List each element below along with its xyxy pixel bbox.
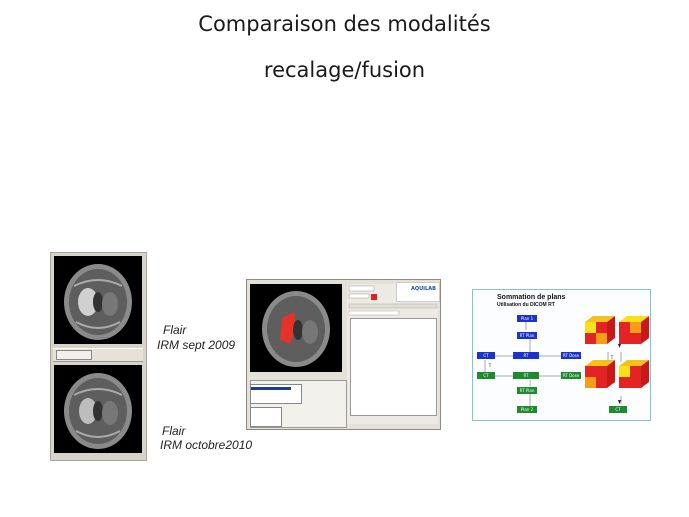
file-list[interactable] xyxy=(250,384,302,404)
node-rt-structures-2: RT Structures xyxy=(513,372,539,385)
selected-row[interactable] xyxy=(251,387,291,390)
node-plan1: Plan 1 xyxy=(517,315,537,322)
node-rt-dose-1: RT Dose xyxy=(561,352,581,359)
caption-flair-2: Flair xyxy=(162,424,186,438)
node-rt-structures-1: RT Structures xyxy=(513,352,539,365)
dose-cube-2 xyxy=(619,316,649,344)
mri-comparison-panel xyxy=(50,252,147,461)
dose-cube-1 xyxy=(585,316,615,344)
transform-label-2: T xyxy=(610,355,614,360)
lesion-overlay xyxy=(280,312,296,344)
dicom-rt-diagram: Sommation de plans Utilisation du DICOM … xyxy=(472,289,651,421)
transform-label-1: T xyxy=(488,363,492,368)
clear-region-button[interactable] xyxy=(101,350,131,358)
workspace-area[interactable] xyxy=(350,318,437,416)
diagram-title: Sommation de plans xyxy=(497,294,566,301)
mri-image-oct2010 xyxy=(54,365,142,453)
slide-title-line2: recalage/fusion xyxy=(263,58,426,82)
caption-flair-1: Flair xyxy=(163,323,187,337)
node-plan2: Plan 2 xyxy=(517,406,537,413)
dose-cube-3 xyxy=(585,360,615,388)
node-rt-plan: RT Plan xyxy=(517,332,537,339)
aquilab-logo-text: AQUILAB xyxy=(411,286,436,292)
caption-irm-octobre-2010: IRM octobre2010 xyxy=(160,438,253,452)
diagram-subtitle: Utilisation du DICOM RT xyxy=(497,302,555,308)
node-rt-plan-2: RT Plan xyxy=(517,387,537,394)
select-region-button[interactable] xyxy=(56,350,92,360)
node-ct-result: CT xyxy=(609,406,627,413)
node-ct-top: CT xyxy=(477,352,495,359)
fusion-software-screenshot: AQUILAB xyxy=(246,279,441,430)
aquilab-logo: AQUILAB xyxy=(396,282,440,302)
fusion-viewer[interactable] xyxy=(250,284,342,372)
dose-cube-4 xyxy=(619,360,649,388)
node-ct-bottom: CT xyxy=(477,372,495,379)
mri-image-sept2009 xyxy=(54,256,142,344)
mri-toolbar xyxy=(53,348,143,362)
caption-irm-sept-2009: IRM sept 2009 xyxy=(157,338,236,352)
structure-list[interactable] xyxy=(250,407,282,427)
node-rt-dose-2: RT Dose xyxy=(561,372,581,379)
slide-title-line1: Comparaison des modalités xyxy=(198,12,491,36)
